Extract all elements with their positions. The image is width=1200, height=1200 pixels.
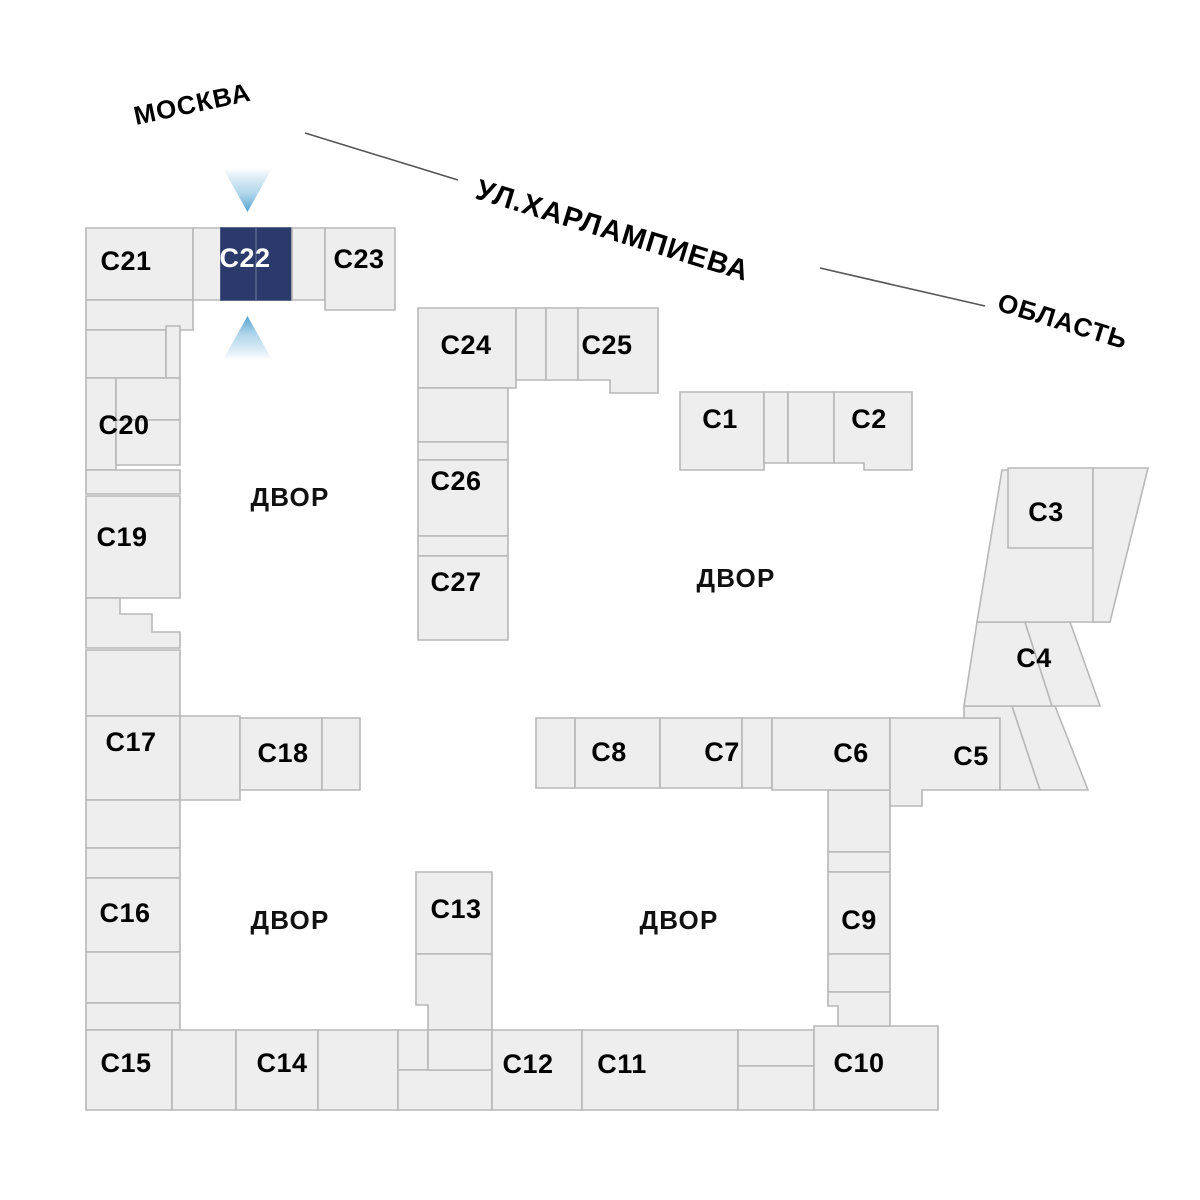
building-C15-east[interactable]: [171, 1029, 237, 1111]
street-leader-line-right: [819, 267, 986, 307]
building-C2[interactable]: [833, 391, 913, 471]
building-C13-foot-a[interactable]: [397, 1029, 429, 1071]
yard-label: ДВОР: [696, 563, 775, 593]
building-C17-upper[interactable]: [85, 649, 181, 717]
building-west-seg-3[interactable]: [85, 799, 181, 849]
building-west-seg-1[interactable]: [85, 299, 194, 331]
building-C20-c[interactable]: [115, 419, 181, 466]
block-label-C20[interactable]: C20: [98, 410, 149, 440]
building-group-north: [85, 227, 396, 495]
block-label-C3[interactable]: C3: [1028, 497, 1064, 527]
building-C2-west[interactable]: [787, 391, 835, 464]
building-C18-east[interactable]: [321, 717, 361, 791]
building-C9-lower[interactable]: [827, 953, 891, 993]
direction-label-oblast: ОБЛАСТЬ: [994, 287, 1131, 355]
building-C10[interactable]: [813, 1025, 939, 1111]
building-C20-d[interactable]: [85, 469, 181, 495]
building-C6[interactable]: [771, 717, 891, 791]
block-label-C23[interactable]: C23: [333, 244, 384, 274]
block-label-C2[interactable]: C2: [851, 404, 887, 434]
building-west-seg-6[interactable]: [85, 1002, 181, 1031]
building-C27-band[interactable]: [417, 535, 509, 557]
building-C24-east[interactable]: [515, 307, 547, 381]
building-C13-foot-b[interactable]: [397, 1069, 493, 1111]
building-C23-wing[interactable]: [291, 227, 326, 301]
street-leader-line-left: [304, 132, 459, 181]
building-C9-foot[interactable]: [827, 991, 891, 1027]
direction-label-moscow: МОСКВА: [131, 77, 253, 131]
building-C1[interactable]: [679, 391, 765, 471]
block-label-C5[interactable]: C5: [953, 741, 989, 771]
yard-label: ДВОР: [250, 482, 329, 512]
block-label-C4[interactable]: C4: [1016, 643, 1052, 673]
block-label-C7[interactable]: C7: [704, 737, 740, 767]
building-C25[interactable]: [577, 307, 659, 394]
building-C26-band[interactable]: [417, 441, 509, 461]
block-label-C19[interactable]: C19: [96, 522, 147, 552]
block-label-C22[interactable]: C22: [219, 243, 270, 273]
block-label-C1[interactable]: C1: [702, 404, 738, 434]
entry-arrows: [224, 170, 271, 358]
block-label-C16[interactable]: C16: [99, 898, 150, 928]
block-label-C13[interactable]: C13: [430, 894, 481, 924]
building-C19[interactable]: [85, 495, 181, 599]
building-C13-lower[interactable]: [415, 953, 493, 1031]
building-C14-east[interactable]: [317, 1029, 399, 1111]
building-C9-upper[interactable]: [827, 789, 891, 853]
block-label-C25[interactable]: C25: [581, 330, 632, 360]
building-C8-west[interactable]: [535, 717, 576, 789]
building-C1-east[interactable]: [763, 391, 789, 464]
building-C9-band[interactable]: [827, 851, 891, 873]
building-C25-west[interactable]: [545, 307, 579, 381]
building-C17-east[interactable]: [179, 715, 241, 801]
block-label-C26[interactable]: C26: [430, 466, 481, 496]
entry-arrow-north-icon: [224, 170, 271, 212]
block-label-C15[interactable]: C15: [100, 1048, 151, 1078]
block-label-C9[interactable]: C9: [841, 905, 877, 935]
building-C7-east[interactable]: [741, 717, 773, 789]
block-label-C27[interactable]: C27: [430, 567, 481, 597]
yard-labels-group: ДВОР ДВОР ДВОР ДВОР: [250, 482, 775, 935]
block-label-C12[interactable]: C12: [502, 1049, 553, 1079]
building-south-seg-b[interactable]: [737, 1065, 815, 1111]
building-C27[interactable]: [417, 555, 509, 641]
building-group-east: [535, 467, 1150, 1027]
block-label-C24[interactable]: C24: [440, 330, 491, 360]
building-group-center: [417, 307, 913, 641]
block-label-C21[interactable]: C21: [100, 246, 151, 276]
block-label-C10[interactable]: C10: [833, 1048, 884, 1078]
building-C19-stair[interactable]: [85, 597, 181, 649]
building-C23[interactable]: [324, 227, 396, 311]
block-label-C14[interactable]: C14: [256, 1048, 307, 1078]
building-west-seg-2b[interactable]: [165, 325, 181, 379]
building-south-seg-a[interactable]: [737, 1029, 815, 1067]
yard-label: ДВОР: [250, 905, 329, 935]
block-label-C11[interactable]: C11: [597, 1049, 647, 1079]
street-name-label: УЛ.ХАРЛАМПИЕВА: [472, 174, 753, 288]
block-label-C6[interactable]: C6: [833, 738, 869, 768]
building-C3-east[interactable]: [1092, 467, 1150, 623]
building-C24[interactable]: [417, 307, 517, 389]
block-label-C18[interactable]: C18: [257, 738, 308, 768]
building-west-seg-4[interactable]: [85, 847, 181, 879]
block-label-C17[interactable]: C17: [105, 727, 156, 757]
yard-label: ДВОР: [639, 905, 718, 935]
building-C21-wing[interactable]: [192, 227, 222, 301]
building-C26-upper[interactable]: [417, 387, 509, 443]
building-west-seg-5[interactable]: [85, 951, 181, 1004]
entry-arrow-south-icon: [224, 316, 271, 358]
block-label-C8[interactable]: C8: [591, 737, 627, 767]
building-C13-foot-c[interactable]: [427, 1029, 493, 1071]
building-west-seg-2[interactable]: [85, 329, 167, 379]
building-group-west: [85, 495, 361, 1031]
building-group-south: [85, 871, 939, 1111]
